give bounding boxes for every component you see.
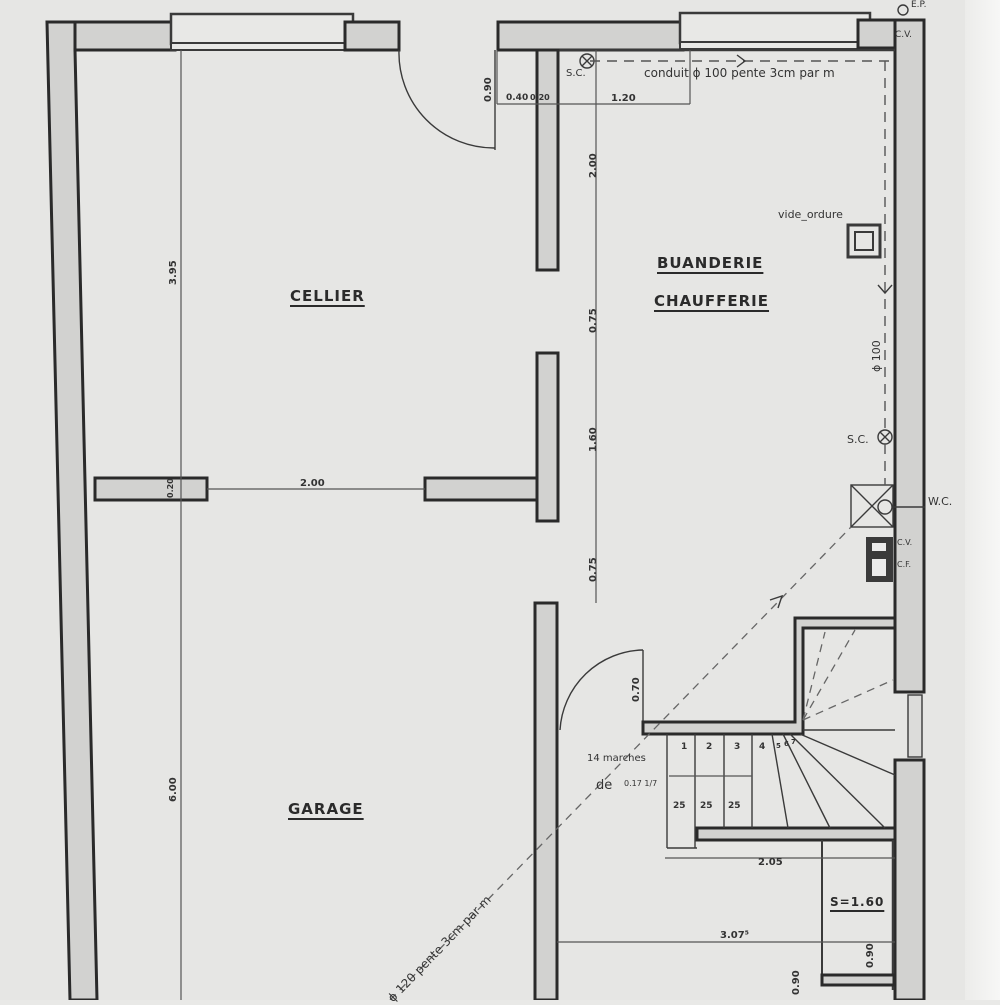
dim-120: 1.20 <box>611 93 636 104</box>
partition-stub-right <box>423 476 539 502</box>
dim-040: 0.40 <box>506 93 529 103</box>
window-left-sill <box>170 42 354 51</box>
wc-pipe-icon <box>877 499 893 515</box>
dim-395: 3.95 <box>168 260 179 285</box>
tread-width: 25 <box>673 801 686 811</box>
room-label-garage: GARAGE <box>288 800 364 818</box>
dim-075-a: 0.75 <box>588 308 599 333</box>
top-wall-pier <box>343 20 401 52</box>
stair-step: 2 <box>706 742 713 752</box>
wc-box <box>850 484 894 528</box>
conduit-label: conduit ϕ 100 pente 3cm par m <box>644 66 835 80</box>
dim-door-width: 0.90 <box>483 77 494 102</box>
drain-line <box>389 526 852 1000</box>
stair-step: 7 <box>791 738 796 746</box>
top-wall-left <box>73 20 177 52</box>
stair-step: 4 <box>759 742 766 752</box>
phi100-label: ϕ 100 <box>870 340 883 372</box>
vide-ordure-label: vide_ordure <box>778 208 843 221</box>
partition-stub-left <box>93 476 209 502</box>
sheet-edge <box>965 0 1000 1000</box>
left-outer-wall <box>45 20 172 1000</box>
stair-step: 3 <box>734 742 741 752</box>
stairs-height-label: 0.17 1/7 <box>624 779 658 788</box>
dim-200-vertical: 2.00 <box>588 153 599 178</box>
room-label-buanderie: BUANDERIE <box>657 254 764 272</box>
door-swing-cellier <box>398 49 496 149</box>
wc-label: W.C. <box>928 495 953 508</box>
right-outer-wall-lower <box>893 758 926 1000</box>
ep-label: E.P. <box>911 0 927 10</box>
top-wall-corner <box>856 18 900 50</box>
window-right <box>678 11 872 45</box>
dim-020-wall: 0.20 <box>166 478 175 498</box>
sc-top-label: S.C. <box>566 68 586 79</box>
dim-205: 2.05 <box>758 857 783 868</box>
dim-160: 1.60 <box>588 427 599 452</box>
dim-600: 6.00 <box>168 777 179 802</box>
partition-upper <box>535 48 560 272</box>
dim-090-c: 0.90 <box>865 943 876 968</box>
dim-307: 3.07⁵ <box>720 930 750 941</box>
door-swing-stair <box>559 649 644 731</box>
window-right-sill <box>679 41 871 50</box>
sc-mid-label: S.C. <box>847 433 869 446</box>
stairs-count-label: 14 marches <box>587 753 646 764</box>
ep-downpipe-icon <box>897 4 909 16</box>
cv-top-label: C.V. <box>895 30 913 40</box>
stair-step: 1 <box>681 742 688 752</box>
stairs-de-label: de <box>596 778 613 793</box>
area-label-s: S=1.60 <box>830 895 885 909</box>
right-outer-wall-upper <box>893 18 926 694</box>
tread-width: 25 <box>728 801 741 811</box>
room-label-chaufferie: CHAUFFERIE <box>654 292 770 310</box>
dim-075-b: 0.75 <box>588 557 599 582</box>
dim-200-horizontal: 2.00 <box>300 478 325 489</box>
window-left <box>169 12 355 46</box>
room-label-cellier: CELLIER <box>290 287 365 305</box>
dim-020: 0.20 <box>530 93 550 102</box>
dim-070: 0.70 <box>631 677 642 702</box>
dim-090-b: 0.90 <box>791 970 802 995</box>
vide-ordure-chute <box>846 223 882 259</box>
closet-wall <box>820 973 896 987</box>
stair-step: 5 <box>776 742 781 750</box>
partition-lower <box>533 601 559 1000</box>
stair-step: 6 <box>784 740 789 748</box>
top-wall-right <box>496 20 685 52</box>
cf-label: C.F. <box>897 560 911 569</box>
partition-middle <box>535 351 560 523</box>
cv-label: C.V. <box>897 538 913 547</box>
stair-bottom-wall <box>695 826 897 842</box>
stair-wall <box>641 616 897 736</box>
tread-width: 25 <box>700 801 713 811</box>
right-wall-vent <box>907 694 923 758</box>
